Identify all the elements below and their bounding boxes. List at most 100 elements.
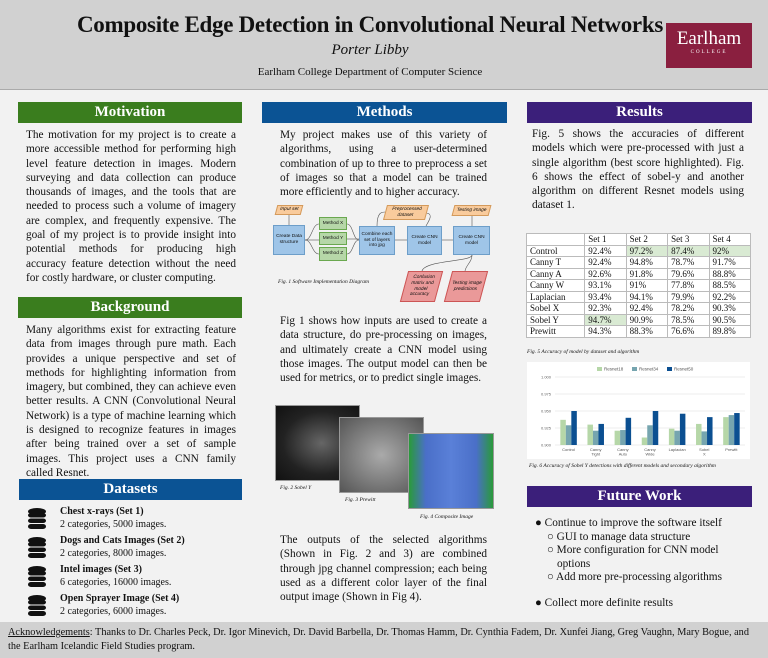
table-cell: 78.2% <box>667 302 710 315</box>
future-item: ● Collect more definite results <box>535 596 673 609</box>
poster-title: Composite Edge Detection in Convolutiona… <box>77 12 663 37</box>
future-subitem: ○ Add more pre-processing algorithms <box>547 571 722 583</box>
y-tick-label: 0.975 <box>541 392 552 397</box>
bar-resnet18 <box>668 428 675 445</box>
bar-resnet50 <box>734 413 740 445</box>
table-cell: Laplacian <box>525 290 586 303</box>
methods-middle-text: Fig 1 shows how inputs are used to creat… <box>280 315 487 385</box>
table-cell: 94.8% <box>625 256 669 269</box>
table-cell: 92.2% <box>708 290 752 303</box>
table-cell: 88.8% <box>708 267 752 280</box>
legend-label: Resnet50 <box>674 367 694 372</box>
legend-swatch <box>597 367 602 371</box>
motivation-heading: Motivation <box>18 102 242 123</box>
column-header: Set 4 <box>708 233 752 246</box>
table-cell: 92.4% <box>584 256 627 269</box>
table-cell: 88.3% <box>625 325 669 338</box>
table-cell: 90.3% <box>708 302 752 315</box>
legend-swatch <box>667 367 672 371</box>
column-header: Set 2 <box>625 233 669 246</box>
y-tick-label: 0.950 <box>541 409 552 414</box>
testing-image-node: Testing image <box>451 205 492 216</box>
legend-swatch <box>632 367 637 371</box>
table-cell: Prewitt <box>525 325 586 338</box>
bar-resnet18 <box>614 430 621 445</box>
bar-resnet34 <box>592 430 599 445</box>
department: Earlham College Department of Computer S… <box>257 66 483 78</box>
bar-resnet18 <box>587 424 593 445</box>
table-cell: 91% <box>625 279 669 292</box>
x-tick-label: Canny <box>644 447 656 452</box>
table-cell: Sobel Y <box>525 313 586 326</box>
table-cell: 89.8% <box>708 325 752 338</box>
background-text: Many algorithms exist for extracting fea… <box>26 324 236 479</box>
bar-resnet18 <box>696 423 702 445</box>
methods-heading: Methods <box>262 102 507 123</box>
column-header: Set 1 <box>584 233 627 246</box>
table-cell: Canny W <box>525 279 586 292</box>
table-cell: 97.2% <box>625 244 669 257</box>
bar-resnet34 <box>674 430 680 445</box>
database-icon <box>28 566 46 587</box>
bar-resnet34 <box>620 430 626 445</box>
table-cell: 92% <box>708 244 752 257</box>
column-header: Set 3 <box>667 233 710 246</box>
dataset-title: Intel images (Set 3) <box>60 564 142 575</box>
future-item: ● Continue to improve the software itsel… <box>535 517 722 529</box>
table-cell: 92.4% <box>584 244 627 257</box>
bar-resnet18 <box>560 419 566 445</box>
logo-name: Earlham <box>676 28 742 49</box>
legend-label: Resnet18 <box>604 367 624 372</box>
x-tick-label: Control <box>562 447 575 452</box>
author: Porter Libby <box>331 42 409 58</box>
table-cell: Control <box>525 244 586 257</box>
table-cell: 91.7% <box>708 256 752 269</box>
bar-resnet34 <box>728 415 735 445</box>
fig5-caption: Fig. 5 Accuracy of model by dataset and … <box>527 349 640 355</box>
database-icon <box>28 537 46 558</box>
dataset-title: Dogs and Cats Images (Set 2) <box>60 535 185 546</box>
combine-node: Combine each set of layers into jpg <box>359 226 395 255</box>
preprocessed-node: Preprocessed dataset <box>382 205 430 220</box>
bar-resnet34 <box>565 425 572 445</box>
motivation-text: The motivation for my project is to crea… <box>26 129 236 284</box>
method-x-node: Method X <box>319 217 347 230</box>
cnn-model-node-2: Create CNN model <box>453 226 490 255</box>
database-icon <box>28 595 46 616</box>
table-cell: 91.8% <box>625 267 669 280</box>
method-y-node: Method Y <box>319 232 347 245</box>
bar-resnet34 <box>701 431 708 445</box>
table-cell: 90.9% <box>625 313 669 326</box>
x-tick-label: Laplacian <box>669 447 686 452</box>
dataset-desc: 2 categories, 6000 images. <box>60 606 167 617</box>
fig4-caption: Fig. 4 Composite Image <box>420 514 474 520</box>
table-cell: 94.3% <box>584 325 627 338</box>
composite-image <box>408 433 494 509</box>
column-header <box>525 233 586 246</box>
method-z-node: Method Z <box>319 247 347 261</box>
bar-resnet50 <box>652 411 659 445</box>
legend-label: Resnet34 <box>639 367 659 372</box>
bar-resnet18 <box>641 437 648 445</box>
table-cell: Canny T <box>525 256 586 269</box>
bar-resnet50 <box>625 417 632 445</box>
create-data-node: Create Data structure <box>273 225 305 255</box>
future-work-heading: Future Work <box>527 486 752 507</box>
table-cell: 76.6% <box>667 325 710 338</box>
ack-text: : Thanks to Dr. Charles Peck, Dr. Igor M… <box>8 627 749 652</box>
table-cell: 90.5% <box>708 313 752 326</box>
dataset-desc: 6 categories, 16000 images. <box>60 577 172 588</box>
bar-resnet50 <box>571 411 577 445</box>
future-subitem: ○ GUI to manage data structure <box>547 530 691 543</box>
ack-label: Acknowledgements <box>8 627 90 638</box>
acknowledgements: Acknowledgements: Thanks to Dr. Charles … <box>0 622 768 658</box>
input-set-node: Input set <box>274 205 304 215</box>
